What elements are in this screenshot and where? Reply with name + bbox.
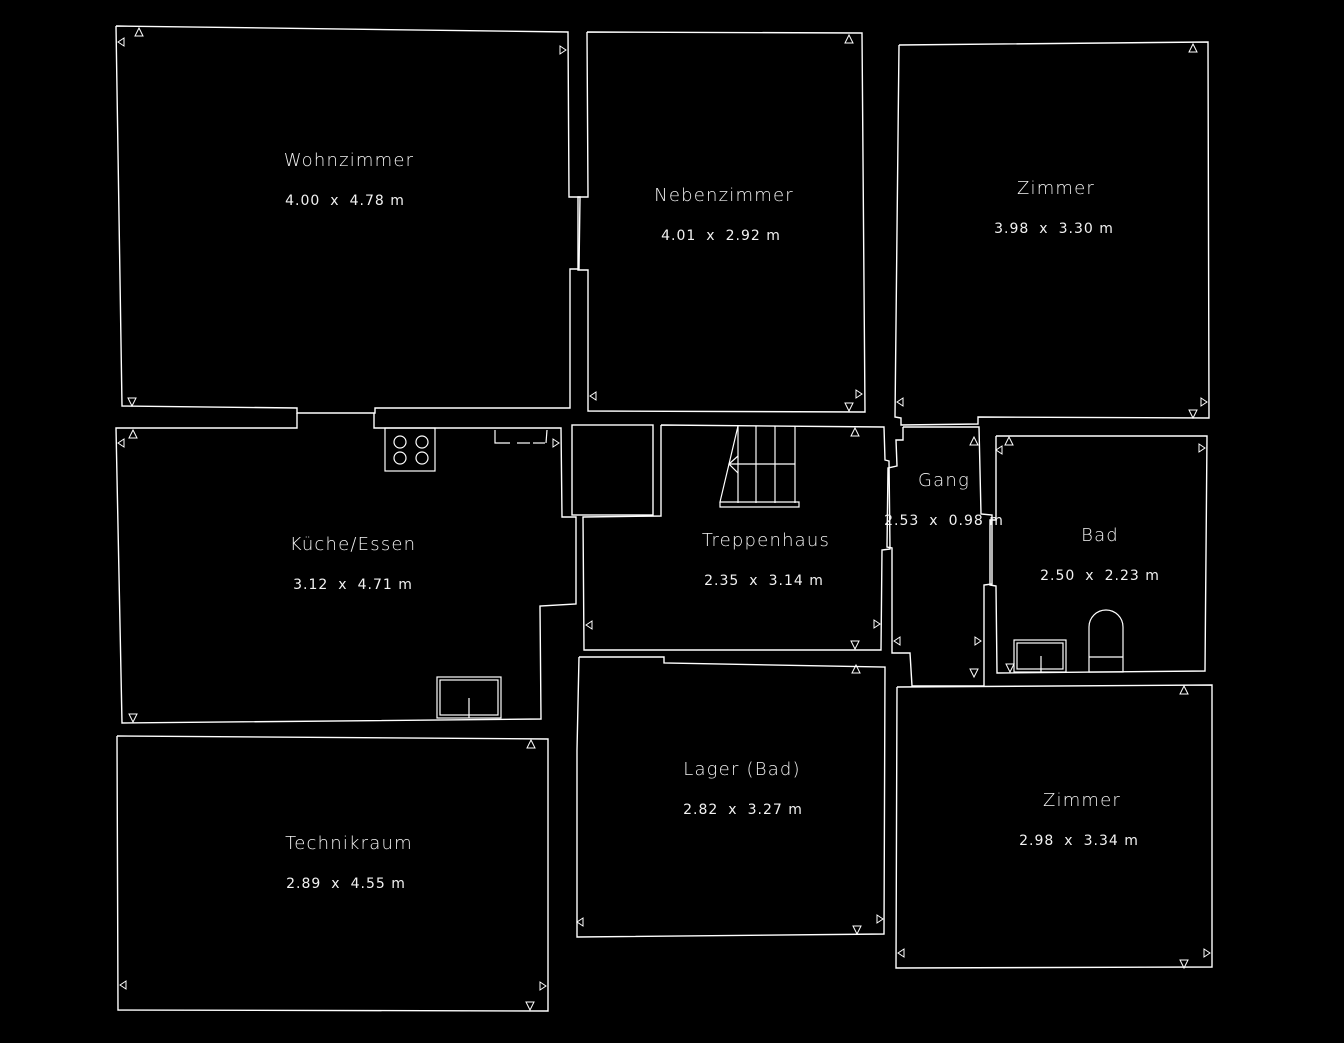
kitchen-sink-fixture	[436, 676, 502, 719]
shaft-outline	[571, 424, 891, 651]
room-outline-kueche-essen	[115, 413, 577, 724]
room-name: Wohnzimmer	[283, 150, 415, 171]
reference-markers	[117, 26, 1211, 1012]
room-outline-wohnzimmer	[115, 25, 581, 414]
room-name: Lager (Bad)	[683, 759, 801, 780]
room-outline-gang	[886, 426, 993, 687]
room-name: Zimmer	[1042, 790, 1122, 811]
room-name: Treppenhaus	[701, 530, 831, 551]
room-name: Küche/Essen	[289, 534, 417, 555]
bathtub-fixture	[1013, 639, 1067, 673]
toilet-fixture	[1088, 609, 1124, 673]
room-outline-lager	[576, 656, 886, 938]
room-outline-nebenzimmer	[577, 31, 866, 413]
room-outline-zimmer-bottom	[895, 684, 1213, 969]
room-name: Bad	[1081, 525, 1119, 546]
room-outline-zimmer-top	[894, 41, 1210, 426]
room-name: Gang	[918, 470, 970, 491]
counter-outline	[494, 429, 548, 444]
staircase	[719, 425, 800, 508]
room-name: Nebenzimmer	[654, 185, 794, 206]
cooktop-fixture	[384, 427, 436, 472]
room-outline-technikraum	[116, 735, 549, 1012]
room-name: Zimmer	[1016, 178, 1096, 199]
room-outline-bad	[989, 435, 1208, 674]
room-name: Technikraum	[285, 833, 413, 854]
